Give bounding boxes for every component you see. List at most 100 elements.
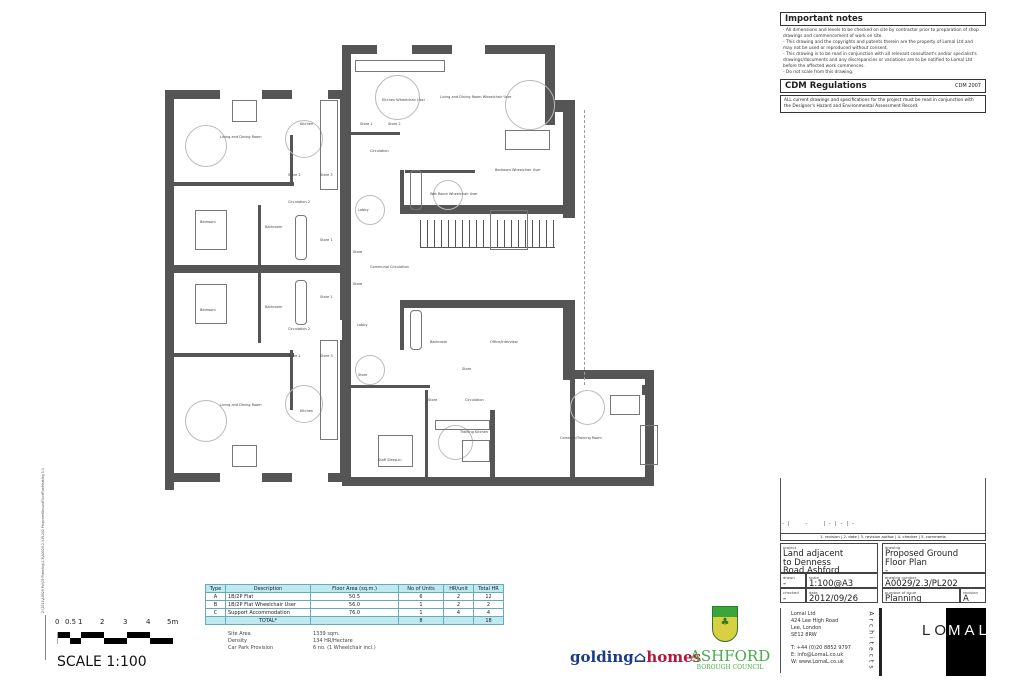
revision-area — [780, 478, 986, 533]
wall — [490, 410, 495, 480]
bed — [195, 210, 227, 250]
table — [462, 440, 490, 462]
architects-vertical: Architects — [867, 611, 875, 672]
important-notes-header: Important notes — [780, 12, 986, 26]
wall — [642, 385, 654, 395]
scale-ticks: 0 0.5 1 2 3 4 5m — [55, 618, 179, 626]
cdm-header: CDM Regulations CDM 2007 — [780, 79, 986, 93]
bed — [490, 210, 528, 250]
wall — [400, 305, 404, 350]
wall — [342, 45, 377, 54]
drawing-box: drawing Proposed Ground Floor Plan - — [882, 543, 986, 575]
room-label: Store 2 — [288, 354, 301, 358]
sofa — [640, 425, 658, 465]
sofa — [505, 130, 550, 150]
wall — [570, 380, 575, 480]
table-total-row: TOTAL* 8 18 — [205, 616, 504, 625]
date-box: date 2012/09/26 — [806, 588, 878, 603]
room-label: Lobby — [357, 323, 368, 327]
wall — [328, 473, 350, 482]
tree-icon: ♣ — [720, 617, 730, 628]
wall — [405, 170, 475, 173]
wall — [258, 273, 261, 343]
revision-legend: 1. revision | 2. date | 3. revision auth… — [780, 533, 986, 541]
room-label: Store 2 — [288, 173, 301, 177]
bed — [195, 284, 227, 324]
ashford-logo-text: ASHFORD BOROUGH COUNCIL — [690, 647, 771, 671]
golding-homes-logo: golding⌂homes — [570, 648, 702, 666]
wall — [400, 300, 575, 308]
wall — [412, 45, 452, 54]
wall — [545, 45, 555, 125]
room-label: Store — [353, 282, 363, 286]
room-label: Store 2 — [388, 122, 401, 126]
kitchen-counter — [320, 100, 338, 190]
wall — [485, 45, 555, 54]
project-box: project Land adjacent to Denness Road As… — [780, 543, 878, 576]
wall — [165, 265, 350, 273]
turning-circle — [505, 80, 555, 130]
room-label: Store — [353, 250, 363, 254]
wall — [350, 385, 430, 388]
company-info: Lomal Ltd 424 Lee High Road Lee, London … — [780, 608, 878, 673]
turning-circle — [433, 180, 463, 210]
bed — [378, 435, 413, 467]
divider — [879, 608, 882, 676]
revision-box: revision A — [960, 588, 986, 603]
schedule-table: Type Description Floor Area (sq.m.) No o… — [205, 584, 504, 625]
drawing-number-box: drawing number A0029/2.3/PL202 — [882, 573, 986, 588]
room-label: Staff Sleep-In — [378, 458, 402, 462]
room-label: Lobby — [358, 208, 369, 212]
bath — [295, 280, 307, 325]
room-label: Bathroom — [430, 340, 448, 344]
wall — [645, 370, 654, 485]
wall — [174, 353, 294, 357]
bath — [410, 310, 422, 350]
wall — [328, 90, 350, 99]
room-label: Store — [358, 373, 368, 377]
wall — [165, 90, 175, 490]
room-label: Communal Circulation — [370, 265, 409, 269]
bath — [295, 215, 307, 260]
wall — [258, 205, 261, 265]
kitchen-counter — [435, 420, 490, 430]
room-label: Store 1 — [320, 238, 333, 242]
room-label: Bedroom — [200, 308, 216, 312]
wall — [425, 390, 428, 480]
wall — [174, 182, 294, 186]
turning-circle — [185, 125, 227, 167]
turning-circle — [355, 195, 385, 225]
table-row: B 1B/2P Flat Wheelchair User 56.0 1 2 2 — [205, 600, 504, 609]
turning-circle — [355, 355, 385, 385]
bath — [410, 170, 422, 210]
room-label: Office/Interview — [490, 340, 518, 344]
room-label: Kitchen — [300, 409, 314, 413]
wall — [350, 132, 400, 135]
kitchen-counter — [355, 60, 445, 72]
room-label: Store — [428, 398, 438, 402]
left-border-line — [45, 615, 46, 660]
table-row: C Support Accommodation 76.0 1 4 4 — [205, 608, 504, 617]
cdm-text: ALL current drawings and specifications … — [780, 95, 986, 113]
wall — [563, 100, 575, 218]
scale-label: SCALE 1:100 — [57, 654, 147, 670]
room-label: Circulation 2 — [288, 327, 311, 331]
house-icon: ⌂ — [633, 648, 647, 666]
file-path-vertical: Z:\2011\A0029 Pcl\03 Planning\2.3\A0029-… — [41, 468, 45, 613]
kitchen-counter — [320, 340, 338, 440]
important-notes: Important notes - All dimensions and lev… — [780, 12, 986, 113]
room-label: Circulation — [370, 149, 389, 153]
wall — [400, 205, 575, 214]
drawing-name: Proposed Ground Floor Plan — [885, 549, 959, 568]
floor-plan: Living and Dining Room Kitchen Store 2 S… — [160, 40, 660, 490]
room-label: Kitchen Wheelchair User — [382, 98, 426, 102]
wall — [262, 90, 292, 99]
scale-bar: 0 0.5 1 2 3 4 5m SCALE 1:100 — [55, 618, 187, 678]
staircase — [420, 220, 555, 300]
project-name: Land adjacent to Denness Road Ashford — [783, 549, 844, 576]
turning-circle — [285, 120, 323, 158]
wall — [165, 90, 220, 99]
dashed-outline — [575, 110, 585, 385]
wall — [290, 135, 293, 185]
